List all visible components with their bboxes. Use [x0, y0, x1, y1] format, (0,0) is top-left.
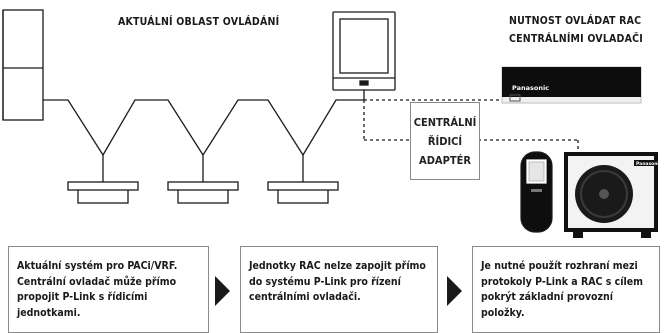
rac-need-label-line1: NUTNOST OVLÁDAT RAC	[509, 15, 642, 27]
wire-unit3-controller	[302, 90, 365, 156]
description-box-rac-limitation: Jednotky RAC nelze zapojit přímo do syst…	[240, 246, 438, 333]
rac-outdoor-unit: Panasonic	[564, 152, 662, 238]
description-line: Aktuální systém pro PACi/VRF.	[17, 260, 178, 272]
description-line: protokoly P-Link a RAC s cílem	[481, 275, 643, 288]
description-box-current-system: Aktuální systém pro PACi/VRF. Centrální …	[8, 246, 209, 333]
rac-dashed-link	[363, 99, 579, 153]
description-line: do systému P-Link pro řízení	[249, 275, 401, 288]
description-line: centrálními ovladači.	[249, 291, 361, 303]
description-line: jednotkami.	[17, 306, 81, 319]
ceiling-unit-1	[67, 155, 139, 204]
adapter-label-line2: ŘÍDICÍ	[427, 134, 463, 148]
plink-wiring	[40, 90, 365, 156]
ceiling-unit-2	[167, 155, 239, 204]
central-control-adapter: CENTRÁLNÍ ŘÍDICÍ ADAPTÉR	[410, 102, 480, 180]
indoor-unit-front-panel	[502, 67, 641, 97]
wire-unit1-unit2	[102, 99, 204, 156]
description-line: Je nutné použít rozhraní mezi	[481, 260, 638, 272]
rac-indoor-unit: Panasonic	[501, 66, 642, 104]
flow-arrow-1	[215, 276, 230, 306]
description-line: pokrýt základní provozní položky.	[481, 291, 613, 319]
adapter-label-line1: CENTRÁLNÍ	[413, 115, 477, 129]
rac-need-label-line2: CENTRÁLNÍMI OVLADAČI	[509, 33, 643, 45]
description-line: Centrální ovladač může přímo	[17, 275, 177, 288]
current-area-label: AKTUÁLNÍ OBLAST OVLÁDÁNÍ	[118, 16, 280, 28]
central-controller	[332, 11, 396, 91]
wire-left-unit	[40, 99, 104, 156]
description-line: Jednotky RAC nelze zapojit přímo	[249, 260, 426, 272]
description-line: propojit P-Link s řídicími	[17, 291, 148, 303]
floor-standing-unit	[2, 9, 44, 121]
remote-controller	[520, 151, 553, 233]
adapter-label-line3: ADAPTÉR	[419, 153, 471, 167]
brand-logo-indoor: Panasonic	[512, 84, 549, 92]
brand-logo-outdoor: Panasonic	[636, 161, 662, 167]
description-box-interface-solution: Je nutné použít rozhraní mezi protokoly …	[472, 246, 660, 333]
flow-arrow-2	[447, 276, 462, 306]
wire-unit2-unit3	[202, 99, 304, 156]
ceiling-unit-3	[267, 155, 339, 204]
